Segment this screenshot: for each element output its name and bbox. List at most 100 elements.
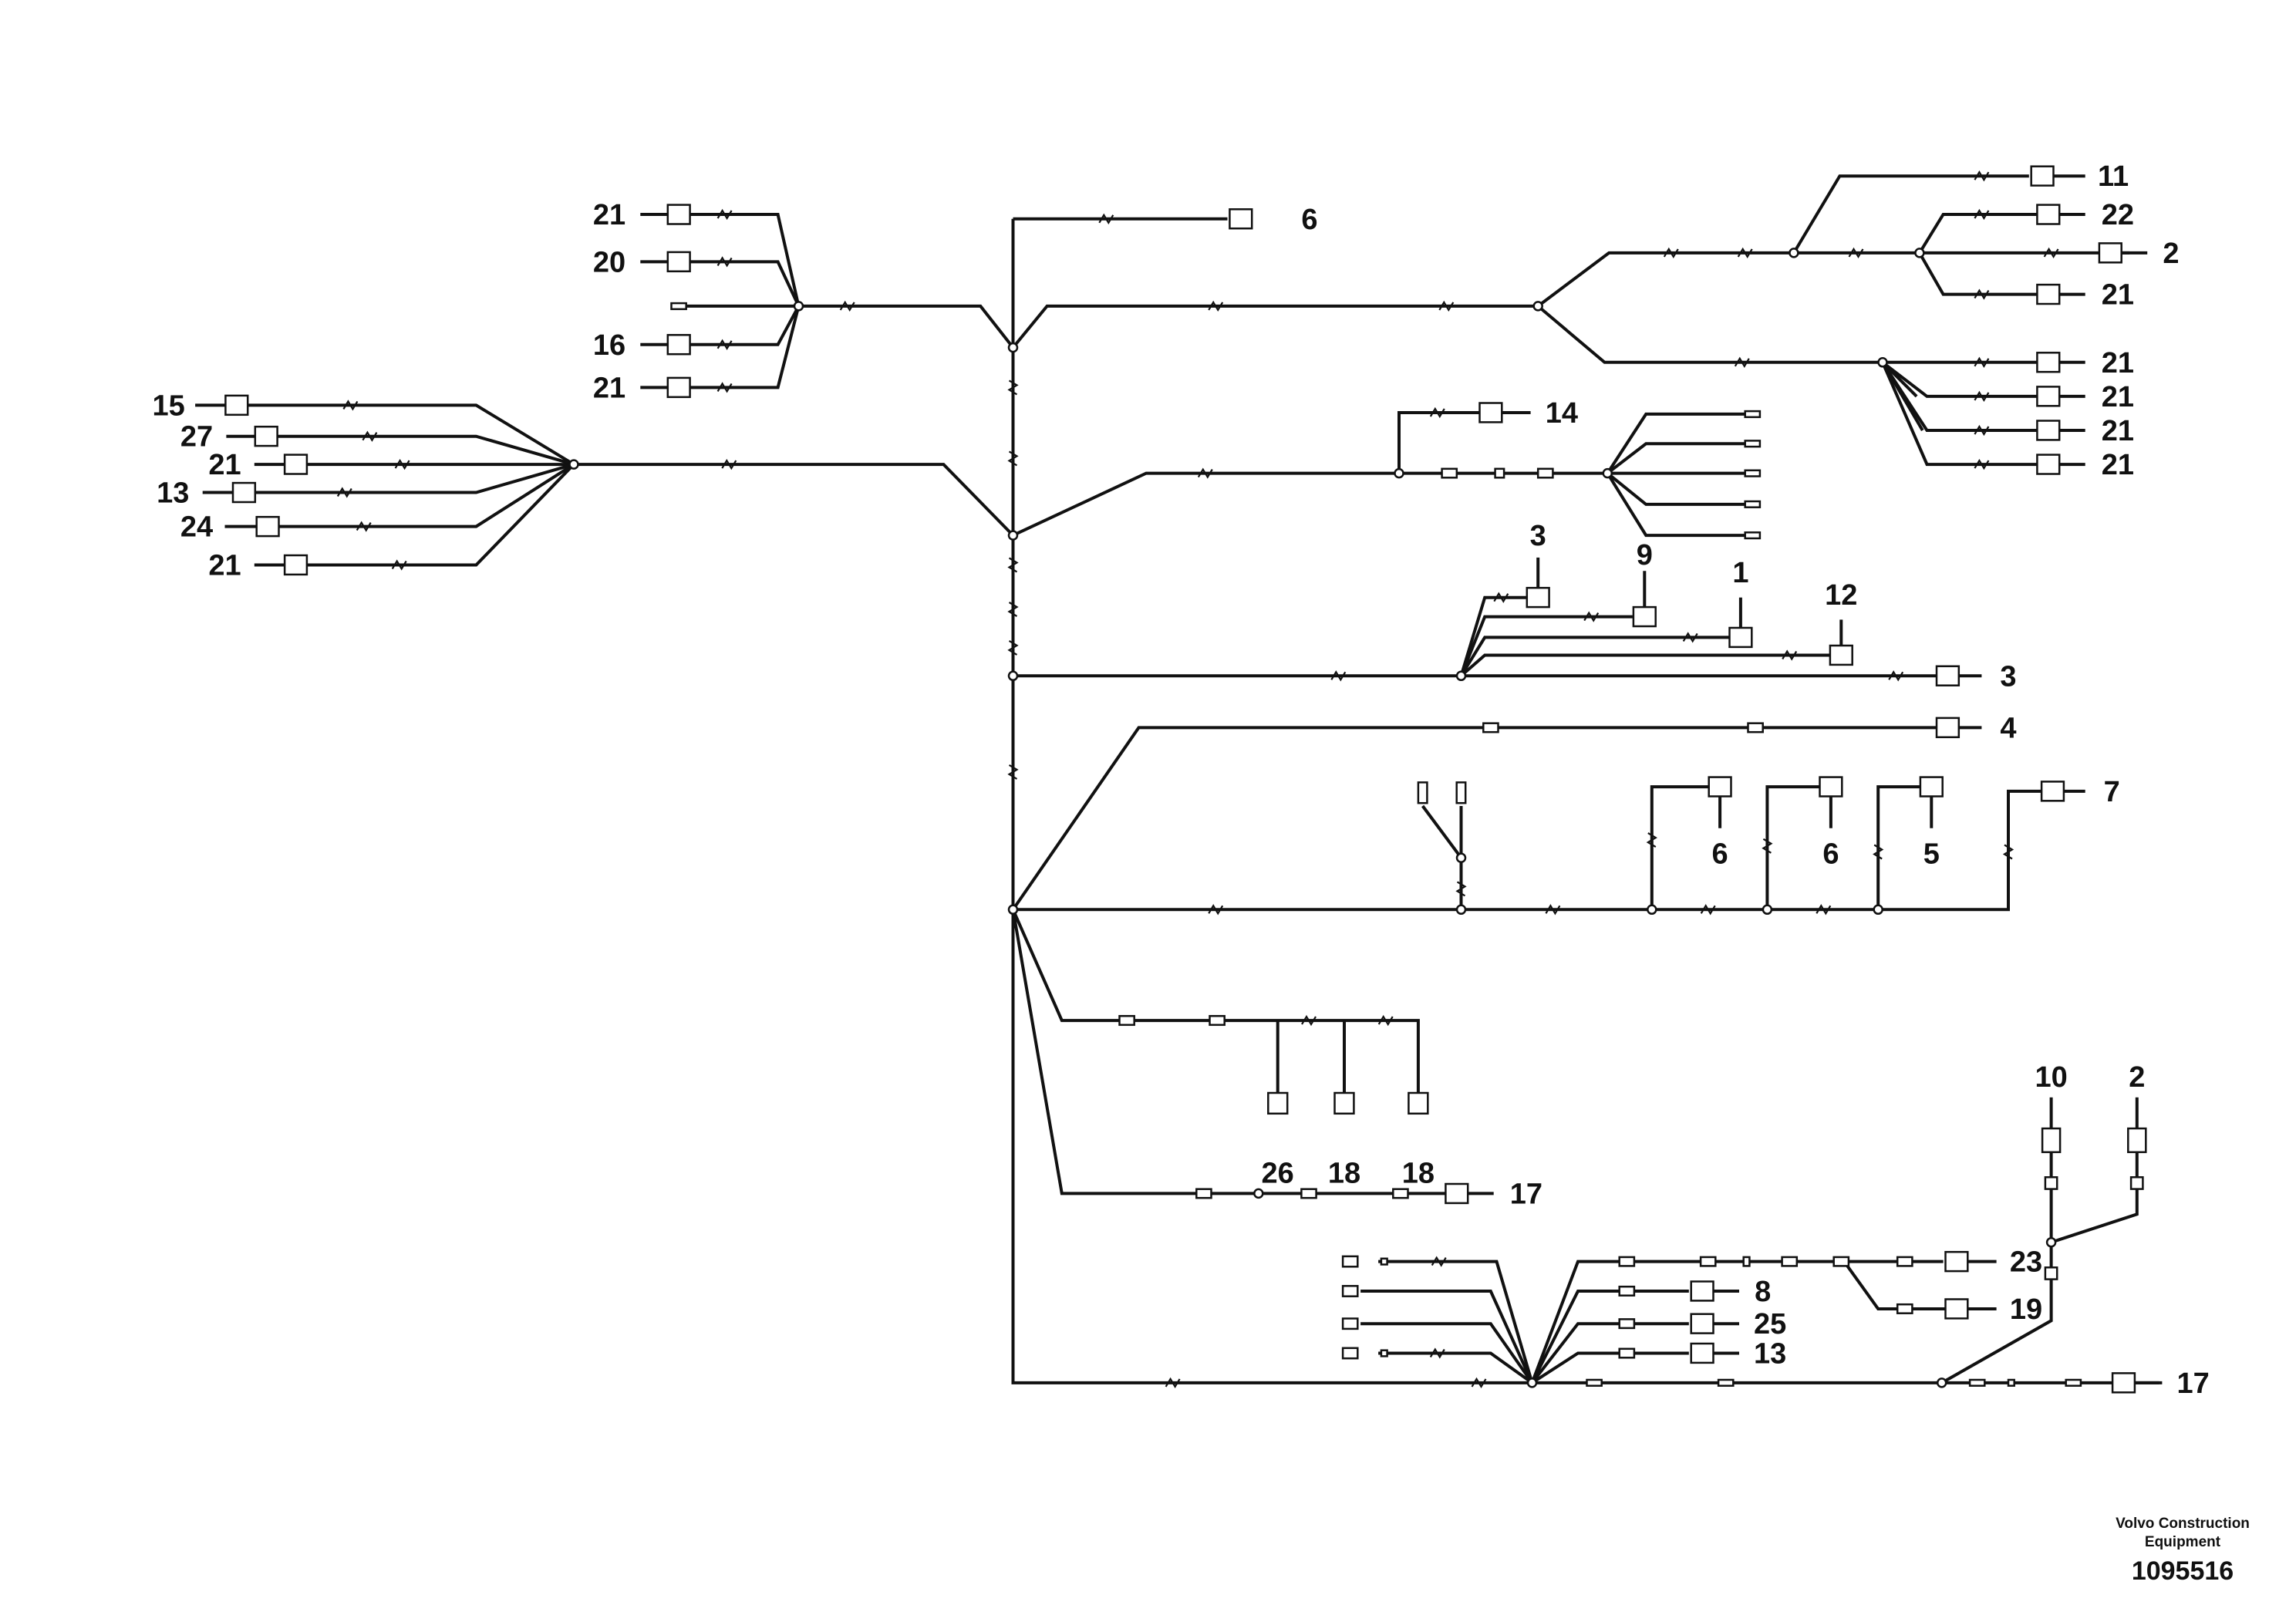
wire-segment (1536, 305, 2038, 364)
junction-node (1762, 904, 1773, 916)
callout-6: 6 (1822, 838, 1839, 870)
callout-21: 21 (208, 550, 241, 582)
junction-node (793, 301, 804, 312)
connector-box (1935, 665, 1961, 686)
wire-segment (1460, 653, 1831, 677)
connector-box (255, 515, 280, 538)
wire-segment (1918, 251, 2038, 296)
connector-box (2111, 1372, 2136, 1394)
cable-break-mark (1007, 764, 1019, 780)
wire-segment (1843, 1260, 1945, 1310)
callout-3: 3 (2000, 660, 2016, 693)
junction-node (1877, 357, 1888, 368)
junction-node (1007, 670, 1019, 682)
connector-box (254, 425, 278, 447)
callout-18: 18 (1402, 1158, 1435, 1190)
connector-box (1455, 781, 1467, 804)
wire-segment (1397, 411, 1479, 474)
junction-node (568, 459, 579, 470)
wire-segment (1011, 304, 1539, 349)
callout-4: 4 (2000, 712, 2016, 744)
cable-break-mark (1377, 1014, 1394, 1027)
junction-node (1455, 670, 1467, 682)
cable-break-mark (2043, 247, 2059, 259)
junction-node (1532, 301, 1543, 312)
cable-break-mark (1734, 356, 1750, 368)
cable-break-mark (1471, 1377, 1487, 1389)
cable-break-mark (1431, 1256, 1447, 1267)
connector-box (1944, 1250, 1969, 1273)
junction-node (1007, 530, 1019, 541)
footer-company: Volvo Construction Equipment (2116, 1516, 2250, 1550)
cable-break-mark (391, 559, 407, 571)
connector-box (1209, 1015, 1226, 1027)
connector-box (1935, 717, 1961, 739)
wire-segment (1360, 1290, 1534, 1384)
connector-box (1441, 467, 1458, 479)
wire-segment (1378, 1351, 1533, 1384)
junction-node (1936, 1378, 1947, 1388)
wire-segment (1881, 361, 1924, 432)
cable-break-mark (1848, 247, 1864, 259)
callout-25: 25 (1754, 1308, 1786, 1340)
wire-segment (1012, 471, 1608, 537)
cable-break-mark (342, 400, 359, 411)
connector-box (666, 204, 691, 225)
callout-26: 26 (1262, 1158, 1294, 1190)
connector-box (1690, 1342, 1714, 1364)
wire-segment (574, 463, 1014, 537)
callout-6: 6 (1712, 838, 1728, 870)
connector-box (1747, 722, 1764, 733)
wire-segment (1881, 361, 1918, 398)
callout-2: 2 (2163, 238, 2179, 270)
connector-box (1690, 1313, 1714, 1334)
connector-box (1417, 781, 1428, 804)
connector-box (1618, 1318, 1636, 1330)
junction-node (1455, 852, 1467, 863)
junction-node (1873, 904, 1883, 916)
wire-segment (1530, 1259, 1944, 1384)
junction-node (2045, 1236, 2057, 1248)
cable-break-mark (336, 487, 352, 498)
connector-box (1744, 469, 1762, 477)
connector-box (1717, 1378, 1735, 1387)
junction-node (1647, 904, 1657, 916)
wire-segment (1011, 726, 1937, 911)
junction-node (1253, 1188, 1264, 1199)
connector-box (1526, 586, 1550, 609)
junction-nodes (568, 248, 2057, 1388)
callout-10: 10 (2035, 1061, 2067, 1094)
connector-box (283, 554, 308, 576)
connector-box (2036, 386, 2061, 407)
callout-19: 19 (2010, 1293, 2042, 1326)
callout-16: 16 (593, 329, 625, 362)
wire-segment (1011, 909, 1450, 1195)
cable-break-mark (1974, 170, 1990, 182)
cable-break-mark (1646, 832, 1657, 848)
wire-segment (1011, 909, 1420, 1093)
connector-box (1536, 467, 1554, 479)
connector-box (666, 334, 691, 356)
cable-break-mark (1888, 670, 1904, 682)
wire-segment (1607, 472, 1753, 506)
connectors (224, 165, 2147, 1394)
cable-break-mark (394, 458, 410, 470)
callout-labels: 6212016211122221212121211527211324211439… (152, 160, 2209, 1400)
callout-22: 22 (2102, 199, 2134, 231)
callout-11: 11 (2098, 160, 2129, 193)
junction-node (1789, 248, 1799, 258)
callout-21: 21 (2102, 449, 2134, 481)
connector-box (1690, 1280, 1714, 1302)
callout-24: 24 (180, 511, 213, 544)
cable-break-mark (356, 521, 372, 532)
junction-node (1007, 342, 1019, 353)
callout-12: 12 (1825, 579, 1857, 612)
connector-box (1708, 776, 1732, 798)
connector-box (2098, 242, 2122, 264)
cable-break-mark (1974, 208, 1990, 221)
callout-3: 3 (1530, 520, 1546, 552)
wire-segment (1421, 804, 1463, 910)
cable-break-mark (716, 339, 733, 350)
cable-break-mark (839, 300, 855, 312)
